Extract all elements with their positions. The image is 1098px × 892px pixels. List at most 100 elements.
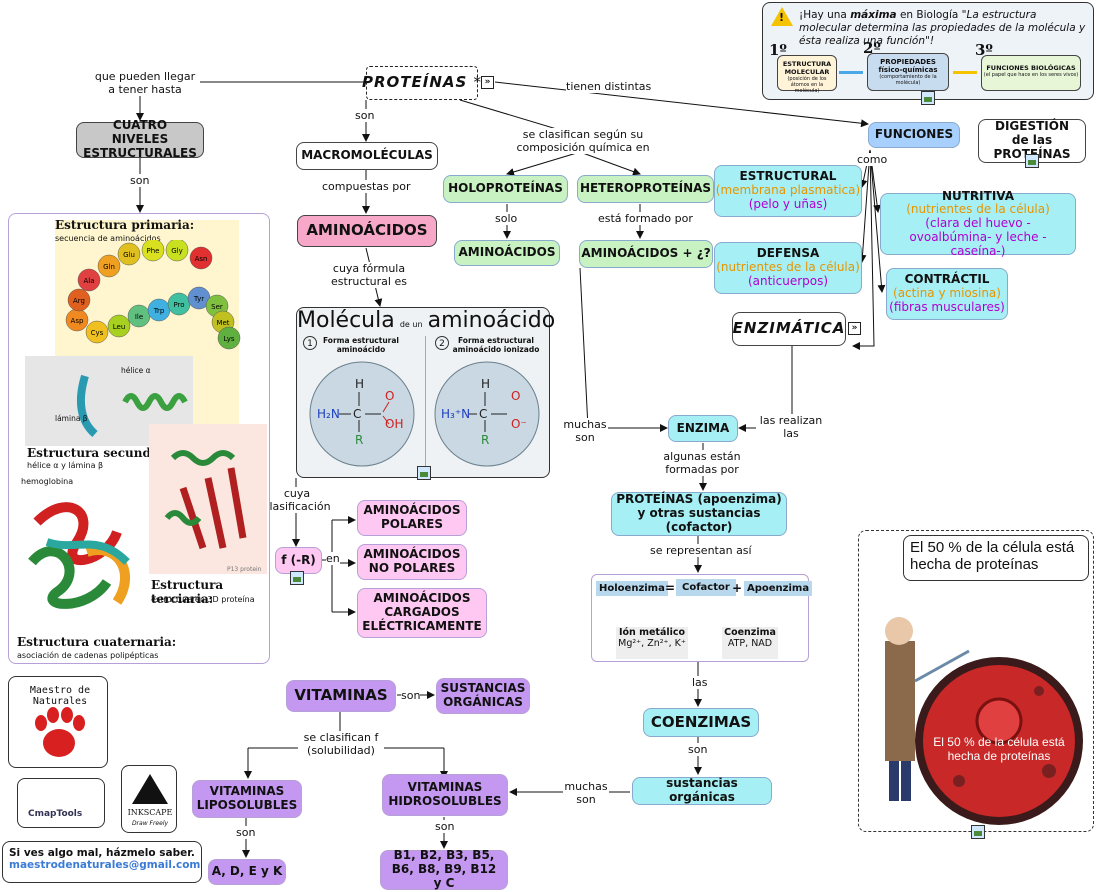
link-se-clasifican-vit: se clasifican f (solubilidad) — [298, 731, 384, 758]
maestro-logo: Maestro de Naturales — [8, 676, 108, 768]
step-2-number: 2º — [863, 39, 881, 57]
cmaptools-logo: CmapTools — [17, 778, 105, 828]
svg-text:Cys: Cys — [91, 329, 104, 337]
apoenzima-label: Apoenzima — [744, 581, 813, 596]
molecule-title: Molécula de un aminoácido — [297, 308, 556, 333]
svg-text:Glu: Glu — [123, 251, 135, 259]
amino-bead: Pro — [167, 292, 191, 316]
link-algunas-estan: algunas están formadas por — [652, 450, 752, 477]
svg-text:R: R — [481, 433, 489, 447]
contact-email[interactable]: maestrodenaturales@gmail.com — [9, 859, 201, 871]
link-las-realizan: las realizan las — [756, 414, 826, 441]
structure-levels-panel: Estructura primaria: secuencia de aminoá… — [8, 213, 270, 664]
node-f-r[interactable]: f (-R) — [275, 547, 322, 574]
primaria-title: Estructura primaria: — [55, 218, 195, 232]
inkscape-logo: INKSCAPE Draw Freely — [121, 765, 177, 833]
expand-enzimatica-icon[interactable]: » — [848, 322, 861, 335]
secundaria-title: Estructura secundaria: — [27, 446, 182, 460]
link-son-niveles: son — [130, 174, 150, 188]
feedback-note: Si ves algo mal, házmelo saber. maestrod… — [2, 841, 202, 883]
node-defensa[interactable]: DEFENSA (nutrientes de la célula) (antic… — [714, 242, 862, 294]
form-1-number: 1 — [303, 336, 317, 350]
terciaria-subtitle: estructura en 3D proteína — [151, 595, 255, 604]
maxim-banner: ! ¡Hay una máxima en Biología "La estruc… — [762, 2, 1094, 105]
svg-text:H₃⁺N: H₃⁺N — [441, 407, 470, 421]
character-image-icon[interactable] — [971, 825, 985, 839]
svg-text:Gln: Gln — [103, 263, 115, 271]
node-proteinas[interactable]: PROTEÍNAS * — [362, 66, 481, 100]
node-polares[interactable]: AMINOÁCIDOS POLARES — [357, 500, 467, 536]
link-se-representan: se representan así — [650, 544, 752, 558]
holoenzima-scheme: Holoenzima = Cofactor + Apoenzima Ión me… — [591, 574, 813, 662]
molecule-panel: Molécula de un aminoácido 1 Forma estruc… — [296, 307, 556, 480]
link-son-coenzimas: son — [688, 743, 708, 757]
node-estructural[interactable]: ESTRUCTURAL (membrana plasmatica) (pelo … — [714, 165, 862, 217]
digestion-image-icon[interactable] — [1025, 154, 1039, 168]
node-a-d-e-k[interactable]: A, D, E y K — [208, 859, 286, 885]
link-cuya-formula: cuya fórmula estructural es — [328, 262, 410, 289]
speech-bubble: El 50 % de la célula está hecha de prote… — [903, 535, 1089, 581]
helix-drawing — [76, 374, 188, 438]
ion-metalico-box: Ión metálico Mg²⁺, Zn²⁺, K⁺ — [616, 627, 688, 659]
node-enzimatica[interactable]: ENZIMÁTICA — [732, 312, 846, 346]
node-contractil[interactable]: CONTRÁCTIL (actina y miosina) (fibras mu… — [886, 268, 1008, 320]
node-aminoacidos[interactable]: AMINOÁCIDOS — [297, 215, 437, 247]
node-cargados[interactable]: AMINOÁCIDOS CARGADOS ELÉCTRICAMENTE — [357, 588, 487, 638]
step-box-funciones: FUNCIONES BIOLÓGICAS (el papel que hace … — [981, 55, 1081, 91]
node-b-list[interactable]: B1, B2, B3, B5, B6, B8, B9, B12 y C — [380, 848, 508, 890]
cuaternaria-subtitle: asociación de cadenas polipépticas — [17, 651, 159, 660]
node-coenzimas[interactable]: COENZIMAS — [643, 708, 759, 737]
amino-bead: Asp — [65, 308, 89, 332]
primaria-subtitle: secuencia de aminoácidos — [55, 234, 161, 243]
inkscape-icon — [132, 774, 168, 804]
cell-text: El 50 % de la célula está hecha de prote… — [933, 735, 1065, 764]
tertiary-drawing — [164, 450, 247, 550]
svg-text:Ser: Ser — [211, 303, 223, 311]
amino-bead: Asn — [189, 246, 213, 270]
node-sustancias-organicas-vit[interactable]: SUSTANCIAS ORGÁNICAS — [436, 678, 530, 714]
paw-icon — [35, 707, 85, 757]
amino-bead: Phe — [141, 240, 165, 262]
step-1-number: 1º — [769, 41, 787, 59]
molecule-image-icon[interactable] — [417, 466, 431, 480]
node-aminoacidos-mas[interactable]: AMINOÁCIDOS + ¿? — [579, 240, 713, 268]
amino-bead: Ile — [127, 304, 151, 328]
link-muchas-son-2: muchas son — [563, 780, 609, 807]
link-esta-formado: está formado por — [598, 212, 693, 226]
node-vitaminas[interactable]: VITAMINAS — [286, 680, 396, 712]
node-heteroproteinas[interactable]: HETEROPROTEÍNAS — [577, 175, 714, 203]
node-liposolubles[interactable]: VITAMINAS LIPOSOLUBLES — [192, 780, 302, 818]
node-aminoacidos-holo[interactable]: AMINOÁCIDOS — [454, 240, 560, 266]
maxim-text: ¡Hay una máxima en Biología "La estructu… — [799, 9, 1086, 48]
svg-text:C: C — [479, 407, 487, 421]
form-2-caption: Forma estructural aminoácido ionizado — [452, 336, 540, 354]
link-como: como — [857, 153, 888, 167]
f-r-image-icon[interactable] — [290, 571, 304, 585]
node-hidrosolubles[interactable]: VITAMINAS HIDROSOLUBLES — [382, 774, 508, 816]
amino-bead: Trp — [147, 298, 171, 322]
node-apoenzima[interactable]: PROTEÍNAS (apoenzima) y otras sustancias… — [611, 492, 787, 536]
node-nutritiva[interactable]: NUTRITIVA (nutrientes de la célula) (cla… — [880, 189, 1076, 258]
step-box-propiedades: PROPIEDADES físico-químicas (comportamie… — [867, 53, 949, 91]
cofactor-label: Cofactor — [676, 579, 736, 596]
node-cuatro-niveles[interactable]: CUATRO NIVELES ESTRUCTURALES — [76, 118, 204, 160]
svg-text:O⁻: O⁻ — [511, 417, 527, 431]
svg-text:Ile: Ile — [135, 313, 143, 321]
form-1-caption: Forma estructural aminoácido — [322, 336, 400, 354]
node-no-polares[interactable]: AMINOÁCIDOS NO POLARES — [357, 544, 467, 580]
svg-text:R: R — [355, 433, 363, 447]
svg-text:Phe: Phe — [147, 247, 160, 255]
node-sustancias-organicas[interactable]: sustancias orgánicas — [632, 776, 772, 805]
image-icon[interactable] — [921, 91, 935, 105]
node-enzima[interactable]: ENZIMA — [668, 415, 738, 442]
svg-text:O: O — [511, 389, 520, 403]
amino-bead: Leu — [107, 314, 131, 338]
link-en: en — [326, 552, 340, 566]
node-funciones[interactable]: FUNCIONES — [868, 122, 960, 148]
expand-proteinas-icon[interactable]: » — [481, 76, 494, 89]
terciaria-title: Estructura terciaria: — [151, 578, 224, 606]
tertiary-structure-bg — [149, 424, 267, 574]
node-macromoleculas[interactable]: MACROMOLÉCULAS — [296, 142, 438, 170]
hemoglobina-label: hemoglobina — [21, 477, 74, 486]
node-holoproteinas[interactable]: HOLOPROTEÍNAS — [443, 175, 568, 203]
